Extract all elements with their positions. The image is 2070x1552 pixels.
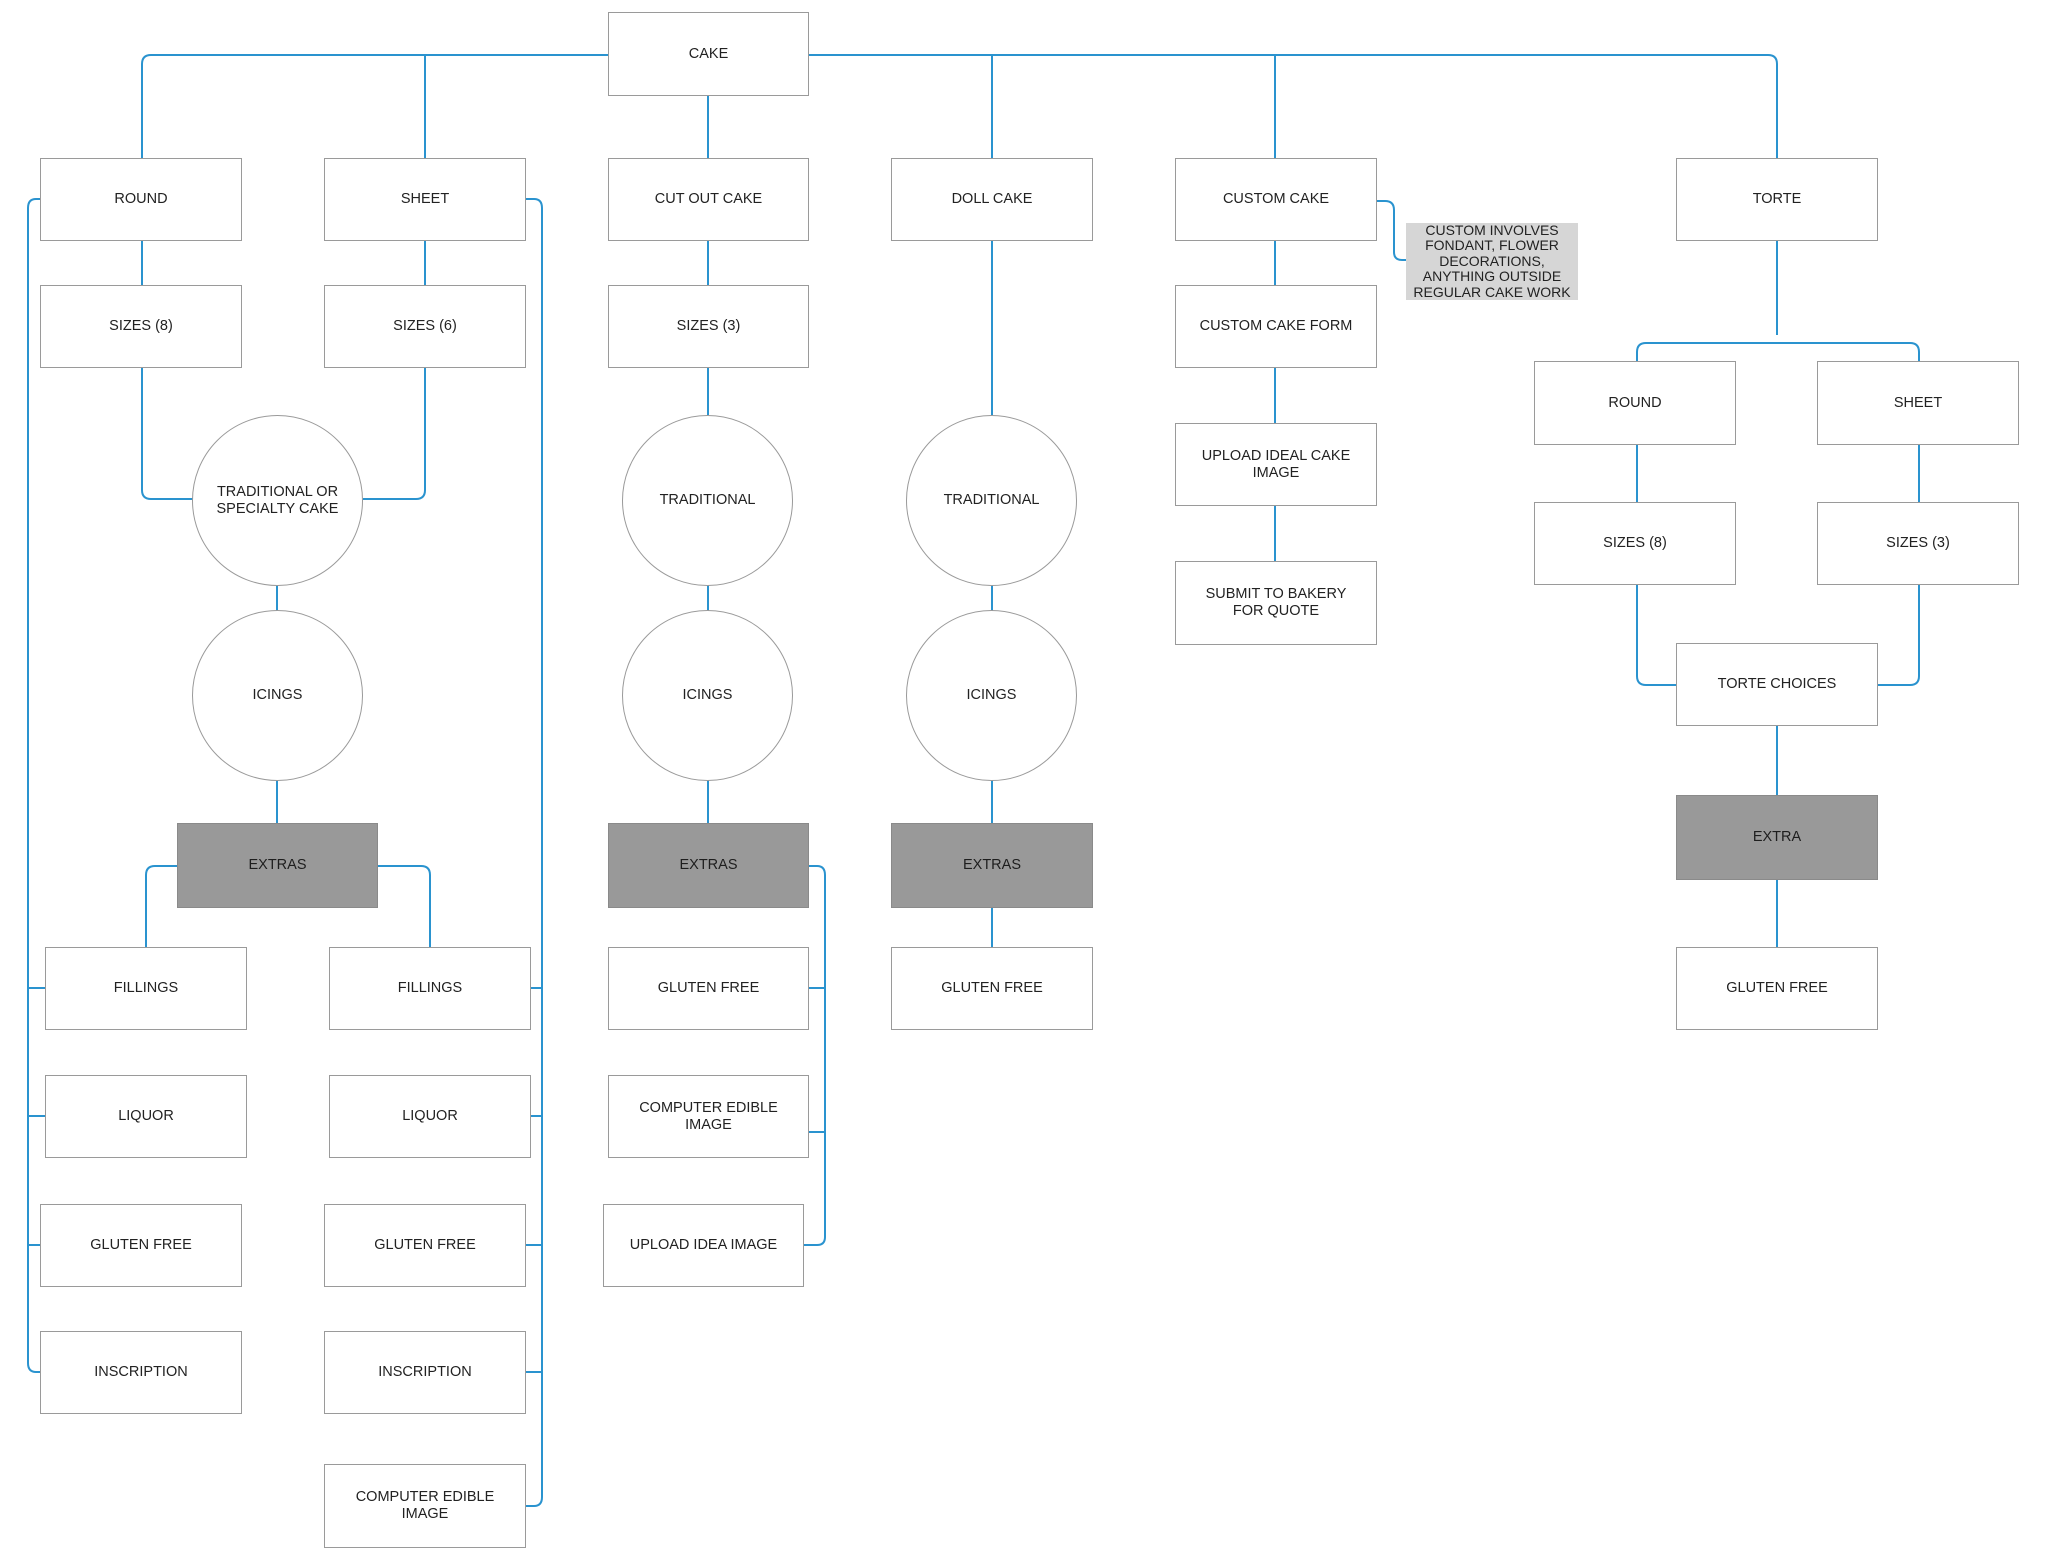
- upload-ideal-cake-image-node[interactable]: UPLOAD IDEAL CAKE IMAGE: [1175, 423, 1377, 506]
- torte-sheet-node[interactable]: SHEET: [1817, 361, 2019, 445]
- connector-torte-split: [1636, 241, 1920, 362]
- sheet-sizes-node[interactable]: SIZES (6): [324, 285, 526, 368]
- round-node[interactable]: ROUND: [40, 158, 242, 241]
- icings-circle-cut-out[interactable]: ICINGS: [622, 610, 793, 781]
- extras-node-doll[interactable]: EXTRAS: [891, 823, 1093, 908]
- traditional-or-specialty-circle[interactable]: TRADITIONAL OR SPECIALTY CAKE: [192, 415, 363, 586]
- connector-torte-sheet-choices: [1878, 584, 1920, 686]
- connectors-group: [27, 54, 1920, 1507]
- torte-sheet-sizes-node[interactable]: SIZES (3): [1817, 502, 2019, 585]
- torte-extra-node[interactable]: EXTRA: [1676, 795, 1878, 880]
- doll-gluten-free-node[interactable]: GLUTEN FREE: [891, 947, 1093, 1030]
- sheet-gluten-free-node[interactable]: GLUTEN FREE: [324, 1204, 526, 1287]
- round-inscription-node[interactable]: INSCRIPTION: [40, 1331, 242, 1414]
- cake-node[interactable]: CAKE: [608, 12, 809, 96]
- connector-cake-bus: [141, 54, 1778, 161]
- custom-cake-node[interactable]: CUSTOM CAKE: [1175, 158, 1377, 241]
- torte-round-node[interactable]: ROUND: [1534, 361, 1736, 445]
- connector-round-left-bus: [27, 198, 40, 1373]
- connector-custom-note: [1377, 200, 1406, 261]
- doll-traditional-circle[interactable]: TRADITIONAL: [906, 415, 1077, 586]
- round-gluten-free-node[interactable]: GLUTEN FREE: [40, 1204, 242, 1287]
- cut-out-gluten-free-node[interactable]: GLUTEN FREE: [608, 947, 809, 1030]
- torte-choices-node[interactable]: TORTE CHOICES: [1676, 643, 1878, 726]
- connector-cutout-extras-bus: [804, 865, 826, 1246]
- extras-node-left[interactable]: EXTRAS: [177, 823, 378, 908]
- custom-cake-note: CUSTOM INVOLVES FONDANT, FLOWER DECORATI…: [1406, 222, 1578, 300]
- sheet-computer-edible-image-node[interactable]: COMPUTER EDIBLE IMAGE: [324, 1464, 526, 1548]
- cut-out-cake-node[interactable]: CUT OUT CAKE: [608, 158, 809, 241]
- custom-cake-form-node[interactable]: CUSTOM CAKE FORM: [1175, 285, 1377, 368]
- sheet-node[interactable]: SHEET: [324, 158, 526, 241]
- connector-round-sizes-to-trad: [141, 367, 194, 500]
- icings-circle-left[interactable]: ICINGS: [192, 610, 363, 781]
- connector-sheet-sizes-to-trad: [363, 367, 426, 500]
- torte-gluten-free-node[interactable]: GLUTEN FREE: [1676, 947, 1878, 1030]
- submit-to-bakery-node[interactable]: SUBMIT TO BAKERY FOR QUOTE: [1175, 561, 1377, 645]
- torte-node[interactable]: TORTE: [1676, 158, 1878, 241]
- round-sizes-node[interactable]: SIZES (8): [40, 285, 242, 368]
- connector-sheet-right-bus: [526, 198, 543, 1507]
- extras-node-cut-out[interactable]: EXTRAS: [608, 823, 809, 908]
- doll-cake-node[interactable]: DOLL CAKE: [891, 158, 1093, 241]
- sheet-liquor-node[interactable]: LIQUOR: [329, 1075, 531, 1158]
- round-liquor-node[interactable]: LIQUOR: [45, 1075, 247, 1158]
- connector-extras-left-fillings: [145, 865, 178, 948]
- cut-out-sizes-node[interactable]: SIZES (3): [608, 285, 809, 368]
- connector-torte-round-choices: [1636, 584, 1676, 686]
- cut-out-upload-idea-image-node[interactable]: UPLOAD IDEA IMAGE: [603, 1204, 804, 1287]
- sheet-inscription-node[interactable]: INSCRIPTION: [324, 1331, 526, 1414]
- cut-out-computer-edible-image-node[interactable]: COMPUTER EDIBLE IMAGE: [608, 1075, 809, 1158]
- connector-extras-right-fillings: [377, 865, 431, 948]
- icings-circle-doll[interactable]: ICINGS: [906, 610, 1077, 781]
- torte-round-sizes-node[interactable]: SIZES (8): [1534, 502, 1736, 585]
- round-fillings-node[interactable]: FILLINGS: [45, 947, 247, 1030]
- sheet-fillings-node[interactable]: FILLINGS: [329, 947, 531, 1030]
- cut-out-traditional-circle[interactable]: TRADITIONAL: [622, 415, 793, 586]
